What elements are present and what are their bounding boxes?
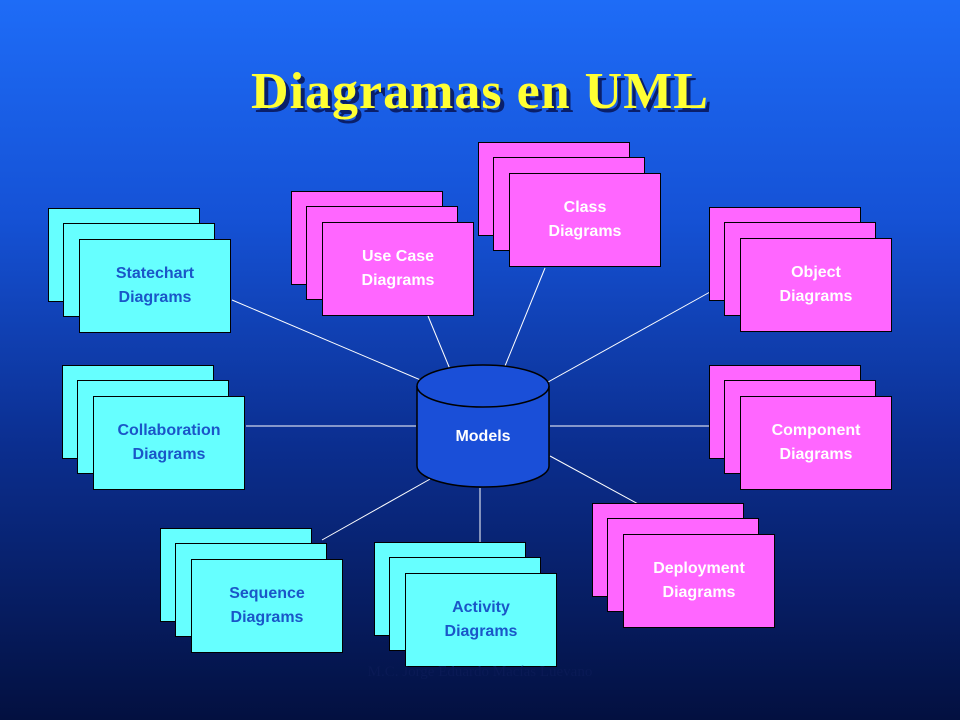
link-use-case [427, 315, 453, 375]
models-label: Models [455, 428, 511, 445]
statechart-diagrams-card[interactable]: Statechart Diagrams [79, 239, 231, 333]
models-database-icon[interactable] [416, 364, 550, 488]
class-diagrams-card[interactable]: Class Diagrams [509, 173, 661, 267]
activity-diagrams-card[interactable]: Activity Diagrams [405, 573, 557, 667]
link-class [504, 267, 546, 367]
footer-author: M.C. Jorge Eduardo Macías Luevano [367, 664, 593, 680]
deployment-diagrams-card[interactable]: Deployment Diagrams [623, 534, 775, 628]
sequence-diagrams-card[interactable]: Sequence Diagrams [191, 559, 343, 653]
use-case-diagrams-card[interactable]: Use Case Diagrams [322, 222, 474, 316]
slide-title: Diagramas en UML [251, 63, 709, 120]
object-diagrams-card[interactable]: Object Diagrams [740, 238, 892, 332]
link-object [547, 291, 711, 383]
link-deployment [549, 455, 641, 506]
collaboration-diagrams-card[interactable]: Collaboration Diagrams [93, 396, 245, 490]
link-statechart [231, 299, 431, 385]
link-sequence [321, 477, 433, 541]
component-diagrams-card[interactable]: Component Diagrams [740, 396, 892, 490]
